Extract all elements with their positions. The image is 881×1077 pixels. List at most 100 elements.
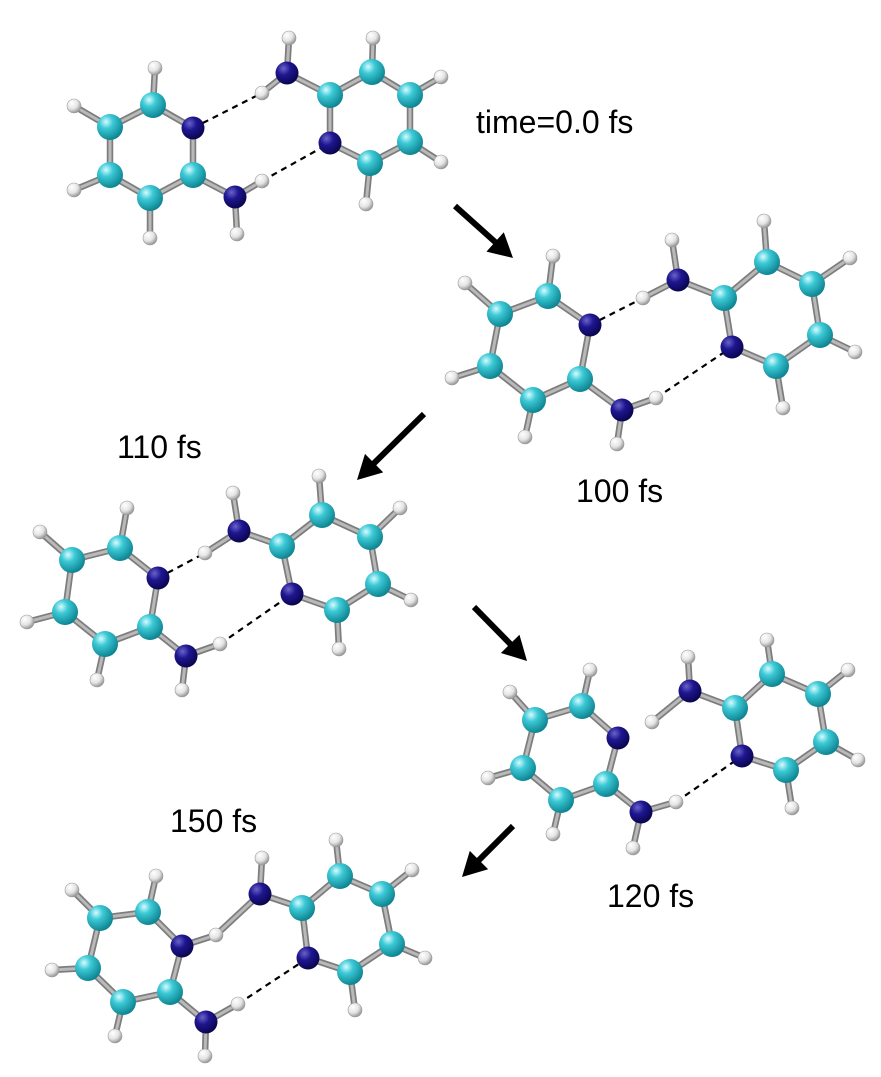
- hydrogen-atom: [281, 30, 297, 46]
- carbon-atom: [510, 755, 536, 781]
- hydrogen-bond: [675, 755, 743, 803]
- carbon-atom: [535, 283, 561, 309]
- carbon-atom: [593, 771, 619, 797]
- nitrogen-atom: [227, 519, 251, 543]
- hydrogen-bond: [589, 297, 644, 326]
- carbon-atom: [805, 681, 831, 707]
- hydrogen-atom: [229, 226, 245, 242]
- hydrogen-atom: [225, 485, 241, 501]
- hydrogen-atom: [148, 868, 164, 884]
- carbon-atom: [522, 707, 548, 733]
- hydrogen-atom: [433, 154, 449, 170]
- hydrogen-atom: [44, 962, 60, 978]
- carbon-atom: [135, 899, 161, 925]
- hydrogen-atom: [644, 714, 660, 730]
- hydrogen-atom: [609, 436, 625, 452]
- carbon-atom: [269, 533, 295, 559]
- hydrogen-atom: [32, 524, 48, 540]
- hydrogen-atom: [254, 173, 270, 189]
- hydrogen-atom: [582, 662, 598, 678]
- carbon-atom: [567, 366, 593, 392]
- hydrogen-atom: [775, 400, 791, 416]
- nitrogen-atom: [666, 268, 690, 292]
- nitrogen-atom: [610, 398, 634, 422]
- hydrogen-bond: [192, 92, 263, 129]
- frame-110fs: [19, 468, 419, 698]
- hydrogen-atom: [365, 30, 381, 46]
- hydrogen-bond: [655, 346, 733, 399]
- nitrogen-atom: [223, 185, 247, 209]
- carbon-atom: [137, 185, 163, 211]
- arrow-shaft: [370, 411, 427, 467]
- carbon-atom: [52, 599, 78, 625]
- carbon-atom: [379, 931, 405, 957]
- carbon-atom: [520, 387, 546, 413]
- frame-0fs: [66, 30, 449, 246]
- hydrogen-atom: [545, 248, 561, 264]
- carbon-atom: [711, 285, 737, 311]
- carbon-atom: [477, 353, 503, 379]
- nitrogen-atom: [181, 116, 205, 140]
- carbon-atom: [110, 989, 136, 1015]
- hydrogen-atom: [19, 614, 35, 630]
- carbon-atom: [137, 614, 163, 640]
- label-time-0: time=0.0 fs: [476, 104, 633, 140]
- hydrogen-atom: [142, 230, 158, 246]
- nitrogen-atom: [629, 800, 653, 824]
- carbon-atom: [327, 863, 353, 889]
- arrow-head: [500, 634, 527, 661]
- hydrogen-atom: [847, 344, 863, 360]
- hydrogen-atom: [444, 370, 460, 386]
- hydrogen-atom: [64, 882, 80, 898]
- carbon-atom: [107, 535, 133, 561]
- nitrogen-atom: [248, 882, 272, 906]
- hydrogen-bond: [219, 593, 293, 645]
- hydrogen-atom: [147, 60, 163, 76]
- carbon-atom: [369, 881, 395, 907]
- nitrogen-atom: [318, 131, 342, 155]
- hydrogen-atom: [680, 649, 696, 665]
- hydrogen-atom: [328, 832, 344, 848]
- hydrogen-atom: [842, 250, 858, 266]
- label-150fs: 150 fs: [170, 803, 257, 839]
- hydrogen-bond: [157, 552, 206, 579]
- arrow-0-to-100: [452, 203, 513, 258]
- hydrogen-atom: [212, 636, 228, 652]
- time-arrows: [357, 203, 527, 877]
- carbon-atom: [180, 162, 206, 188]
- frame-120fs: [480, 632, 866, 856]
- carbon-atom: [569, 693, 595, 719]
- label-100fs: 100 fs: [576, 473, 663, 509]
- hydrogen-atom: [840, 662, 856, 678]
- arrow-100-to-110: [357, 411, 427, 480]
- nitrogen-atom: [194, 1010, 218, 1034]
- hydrogen-atom: [403, 592, 419, 608]
- arrow-head: [462, 850, 489, 877]
- nitrogen-atom: [174, 644, 198, 668]
- hydrogen-atom: [404, 862, 420, 878]
- hydrogen-atom: [625, 840, 641, 856]
- nitrogen-atom: [606, 726, 630, 750]
- arrow-shaft: [452, 203, 499, 246]
- arrow-shaft: [475, 823, 516, 864]
- hydrogen-atom: [545, 826, 561, 842]
- arrow-120-to-150: [462, 823, 516, 877]
- carbon-atom: [337, 959, 363, 985]
- frame-150fs: [44, 832, 433, 1064]
- carbon-atom: [75, 955, 101, 981]
- hydrogen-bond: [261, 142, 331, 182]
- hydrogen-atom: [311, 468, 327, 484]
- arrow-110-to-120: [471, 604, 527, 661]
- molecule-frames: [19, 30, 866, 1064]
- carbon-atom: [324, 597, 350, 623]
- hydrogen-atom: [668, 794, 684, 810]
- nitrogen-atom: [296, 946, 320, 970]
- hydrogen-atom: [457, 275, 473, 291]
- nitrogen-atom: [678, 679, 702, 703]
- arrow-head: [357, 453, 384, 480]
- carbon-atom: [759, 661, 785, 687]
- carbon-atom: [359, 59, 385, 85]
- hydrogen-atom: [331, 641, 347, 657]
- hydrogen-atom: [664, 232, 680, 248]
